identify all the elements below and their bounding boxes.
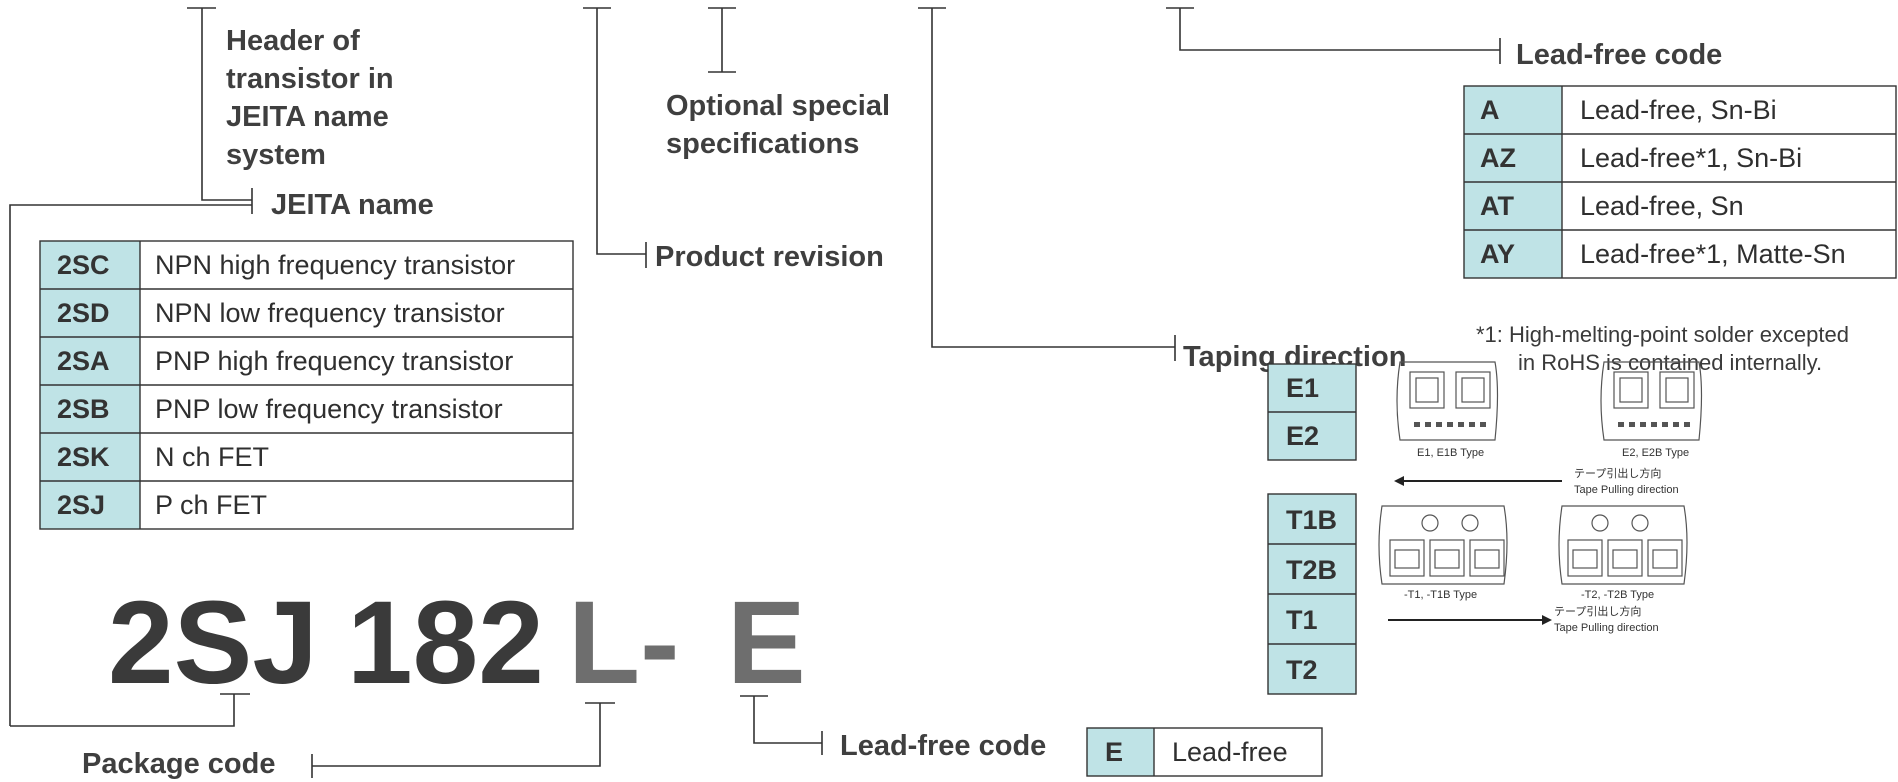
- label-product-revision: Product revision: [655, 241, 884, 273]
- table-row-desc: Lead-free, Sn: [1580, 191, 1744, 221]
- bottom-lead-free-table: E Lead-free: [1086, 727, 1323, 777]
- table-row-code: 2SA: [57, 346, 110, 376]
- svg-text:T2: T2: [1286, 655, 1318, 685]
- table-row-desc: Lead-free: [1172, 737, 1288, 767]
- pull-arrow-left: [1394, 476, 1562, 486]
- taping-codes-top: E1 E2: [1267, 363, 1357, 461]
- table-row-code: E: [1105, 737, 1123, 767]
- label-package-code: Package code: [82, 748, 275, 780]
- table-row-desc: Lead-free*1, Matte-Sn: [1580, 239, 1846, 269]
- table-row-desc: PNP high frequency transistor: [155, 346, 513, 376]
- tape-image-e1: [1396, 361, 1499, 441]
- table-row-code: AZ: [1480, 143, 1516, 173]
- caption-e1: E1, E1B Type: [1417, 447, 1484, 459]
- part-prefix: 2SJ: [108, 577, 318, 709]
- part-number-digits: 182: [347, 577, 544, 709]
- svg-text:T2B: T2B: [1286, 555, 1337, 585]
- svg-text:Optional special: Optional special: [666, 90, 890, 122]
- pull-label-jp-2: テープ引出し方向: [1554, 604, 1641, 618]
- tape-image-t2: [1558, 505, 1688, 585]
- tape-image-t1: [1378, 505, 1508, 585]
- svg-text:T1: T1: [1286, 605, 1318, 635]
- table-row-desc: NPN low frequency transistor: [155, 298, 505, 328]
- svg-text:E1: E1: [1286, 373, 1319, 403]
- part-number: 2SJ 182 L- E: [108, 577, 806, 709]
- label-lead-free-code-top: Lead-free code: [1516, 39, 1722, 71]
- table-row-code: 2SD: [57, 298, 110, 328]
- part-leadfree: E: [727, 577, 806, 709]
- table-row-code: AT: [1480, 191, 1514, 221]
- table-row-code: A: [1480, 95, 1500, 125]
- svg-text:Header of: Header of: [226, 25, 360, 57]
- pull-arrow-right: [1388, 615, 1552, 625]
- label-optional-special: Optional special specifications: [666, 90, 890, 160]
- pull-label-en-1: Tape Pulling direction: [1574, 484, 1679, 496]
- label-jeita-name: JEITA name: [271, 189, 434, 221]
- part-revision: L-: [568, 577, 679, 709]
- table-row-code: 2SB: [57, 394, 110, 424]
- table-row-desc: NPN high frequency transistor: [155, 250, 515, 280]
- table-row-code: 2SJ: [57, 490, 105, 520]
- table-row-desc: PNP low frequency transistor: [155, 394, 503, 424]
- tape-image-e2: [1600, 361, 1703, 441]
- table-row-desc: N ch FET: [155, 442, 269, 472]
- pull-label-en-2: Tape Pulling direction: [1554, 622, 1659, 634]
- jeita-table: 2SC NPN high frequency transistor 2SD NP…: [39, 240, 574, 530]
- table-row-desc: P ch FET: [155, 490, 267, 520]
- svg-text:specifications: specifications: [666, 128, 859, 160]
- table-row-code: AY: [1480, 239, 1515, 269]
- footnote: *1: High-melting-point solder excepted i…: [1476, 322, 1849, 375]
- svg-text:JEITA name: JEITA name: [226, 101, 389, 133]
- svg-text:*1: High-melting-point solder: *1: High-melting-point solder excepted: [1476, 322, 1849, 347]
- taping-codes-bottom: T1B T2B T1 T2: [1267, 493, 1357, 695]
- svg-text:T1B: T1B: [1286, 505, 1337, 535]
- caption-t2: -T2, -T2B Type: [1581, 589, 1654, 601]
- svg-text:transistor in: transistor in: [226, 63, 394, 95]
- svg-text:E2: E2: [1286, 421, 1319, 451]
- connector-lines: [9, 7, 1501, 778]
- table-row-desc: Lead-free, Sn-Bi: [1580, 95, 1777, 125]
- table-row-code: 2SK: [57, 442, 110, 472]
- label-lead-free-code-bottom: Lead-free code: [840, 730, 1046, 762]
- svg-text:system: system: [226, 139, 326, 171]
- table-row-desc: Lead-free*1, Sn-Bi: [1580, 143, 1802, 173]
- label-header-of-transistor: Header of transistor in JEITA name syste…: [226, 25, 394, 171]
- pull-label-jp-1: テープ引出し方向: [1574, 466, 1661, 480]
- lead-free-table: A Lead-free, Sn-Bi AZ Lead-free*1, Sn-Bi…: [1463, 85, 1897, 279]
- caption-t1: -T1, -T1B Type: [1404, 589, 1477, 601]
- caption-e2: E2, E2B Type: [1622, 447, 1689, 459]
- table-row-code: 2SC: [57, 250, 110, 280]
